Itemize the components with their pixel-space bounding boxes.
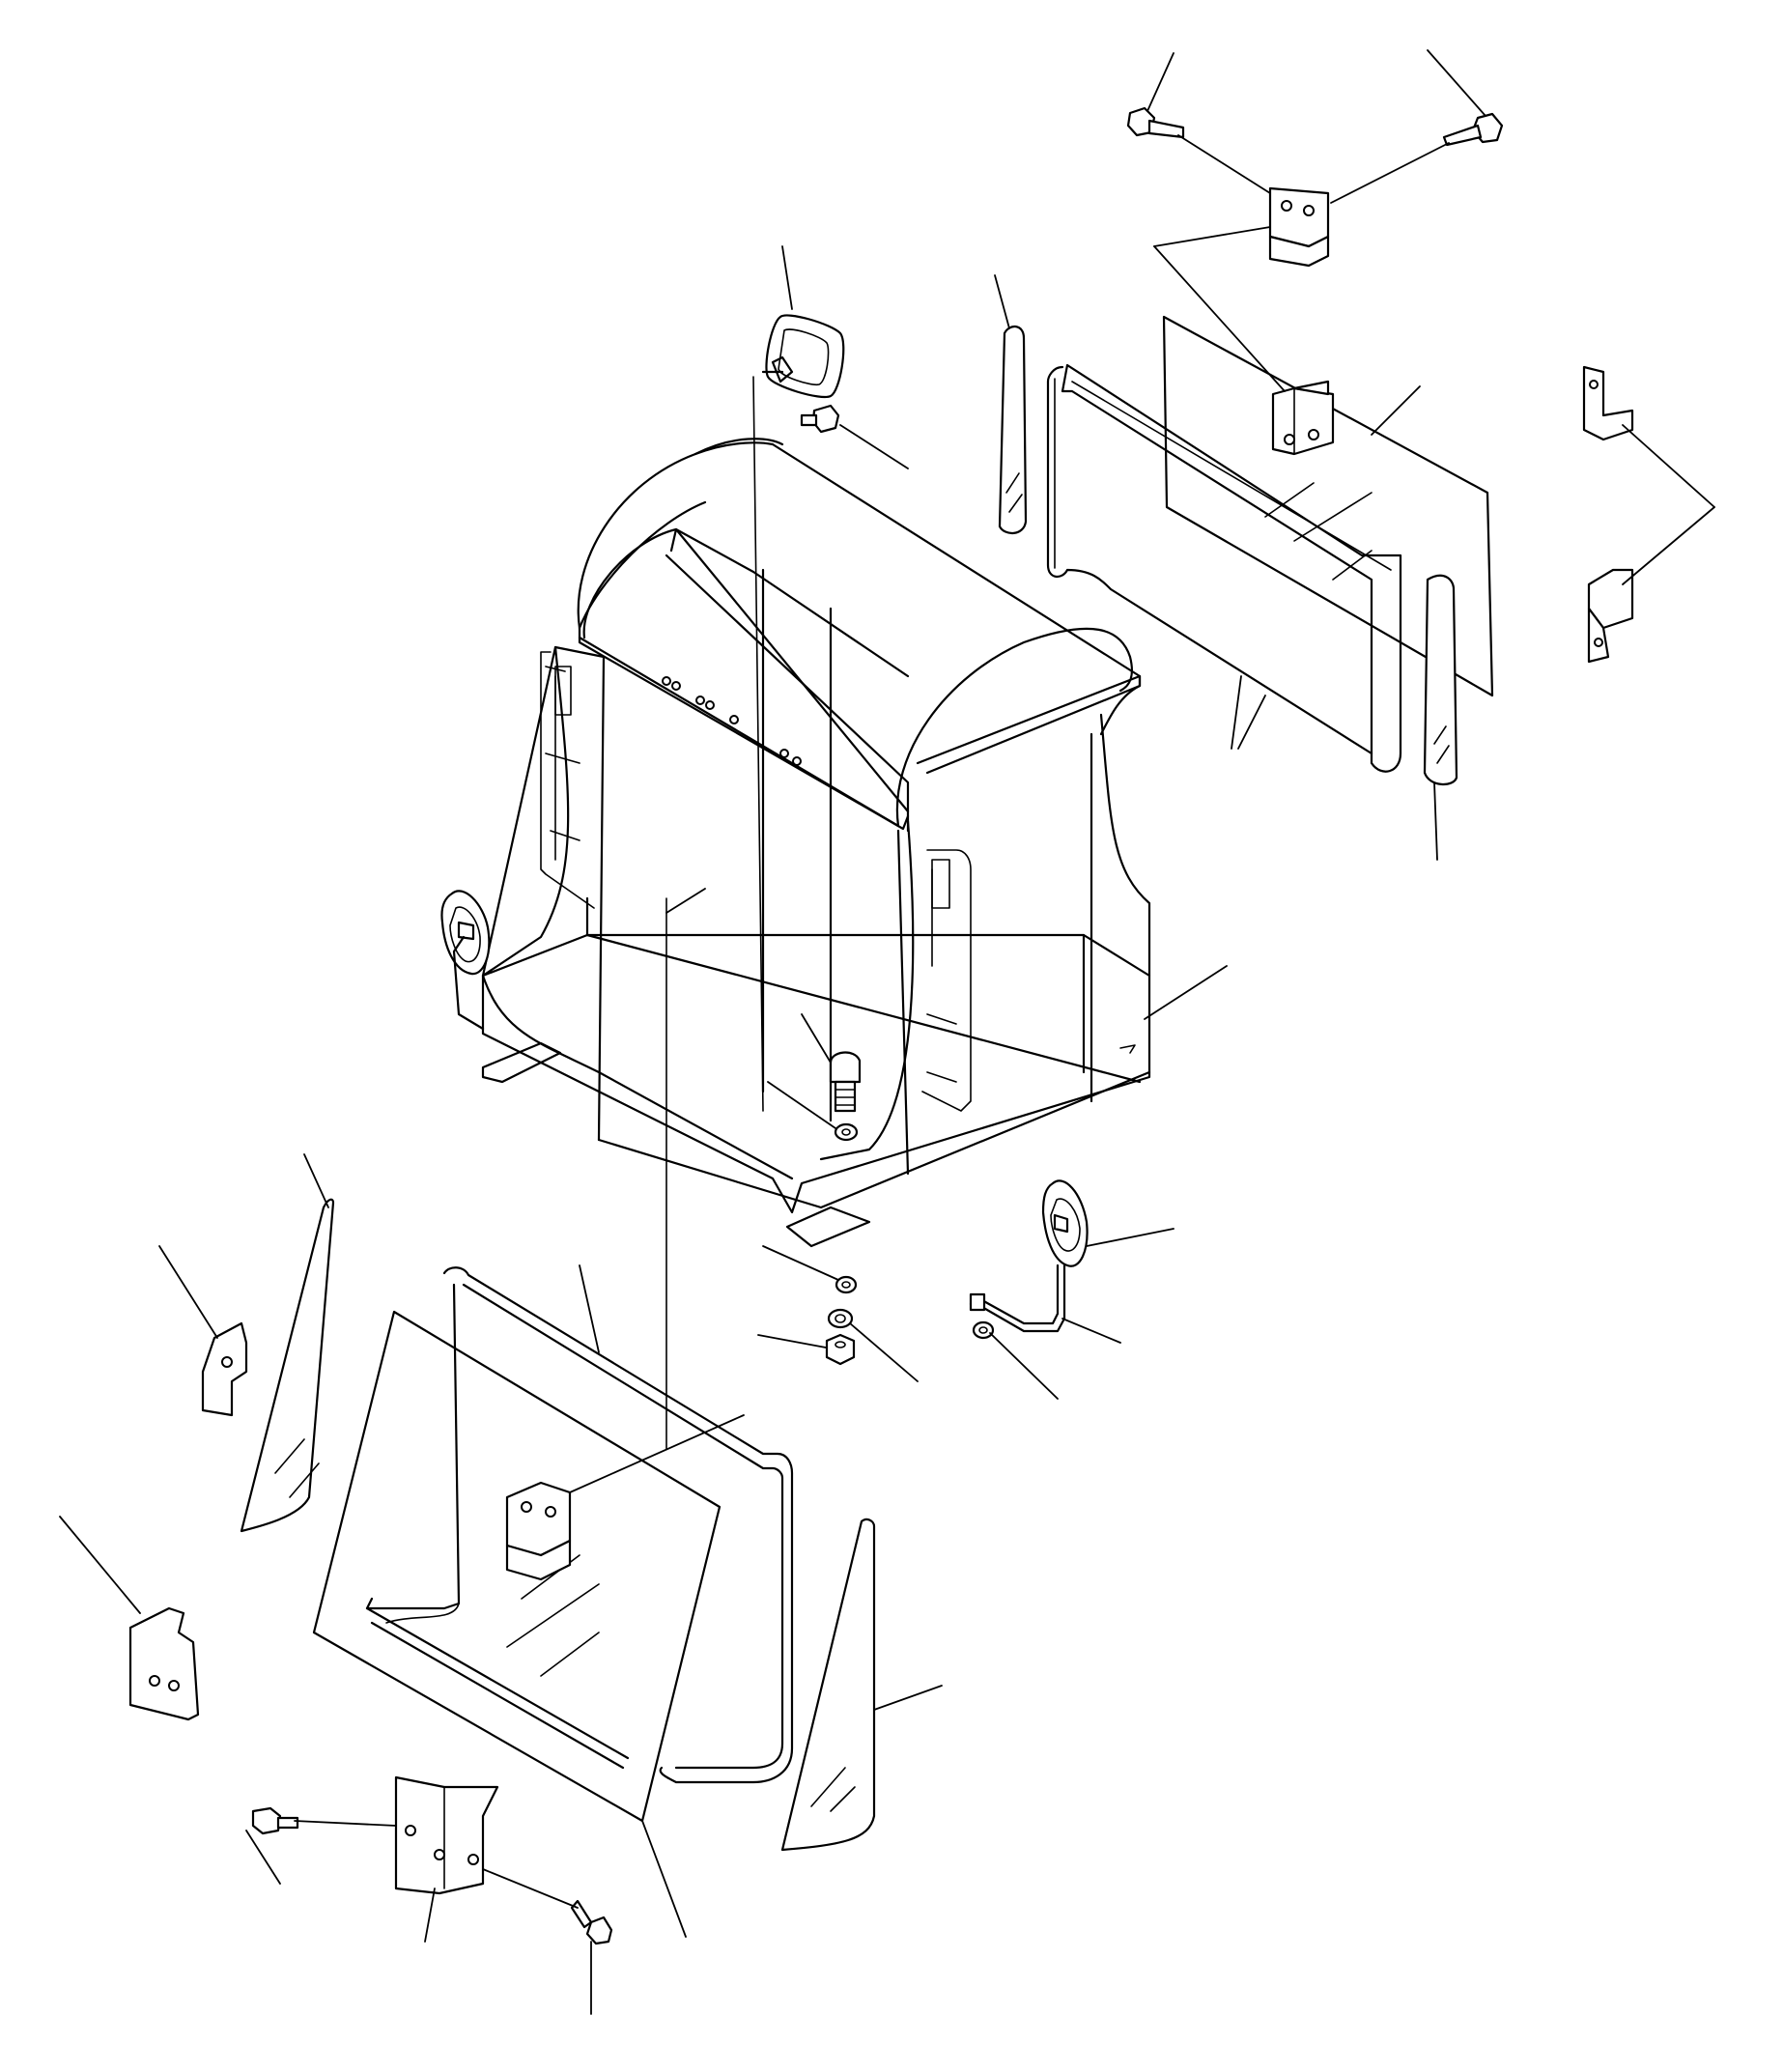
- side-glass-rear-right: [1423, 574, 1458, 785]
- bracket-front-center: [505, 1481, 572, 1581]
- bolt-top-left: [1126, 106, 1185, 139]
- side-glass-front-right: [780, 1518, 876, 1852]
- side-glass-rear-left: [998, 326, 1028, 534]
- bracket-bottom: [394, 1775, 499, 1895]
- washer: [834, 1122, 859, 1294]
- rear-window-frame: [1046, 363, 1402, 773]
- nut: [825, 1333, 856, 1366]
- mirror-left: [440, 890, 491, 1031]
- bracket-top-lower: [1271, 380, 1335, 456]
- bracket-right-a: [1582, 365, 1634, 441]
- bolt-mirror-top: [800, 404, 840, 434]
- front-window-frame: [365, 1266, 794, 1784]
- mirror-top: [761, 314, 845, 399]
- rear-glass: [1162, 315, 1494, 697]
- bolt-top-right: [1442, 112, 1504, 147]
- bolt-center: [829, 1051, 862, 1113]
- lock-washer: [827, 1308, 854, 1329]
- leader-lines: [59, 49, 1715, 2015]
- side-glass-front-left: [240, 1198, 335, 1533]
- bracket-left-a: [201, 1321, 248, 1417]
- cab-frame: [481, 376, 1151, 1450]
- nut-small: [972, 1320, 995, 1340]
- bracket-right-b: [1587, 568, 1634, 664]
- bolt-bottom-left: [251, 1806, 299, 1835]
- mirror-stay: [969, 1263, 1066, 1333]
- bracket-left-b: [128, 1606, 200, 1721]
- bracket-top-center: [1268, 186, 1330, 268]
- mirror-right: [1041, 1179, 1089, 1267]
